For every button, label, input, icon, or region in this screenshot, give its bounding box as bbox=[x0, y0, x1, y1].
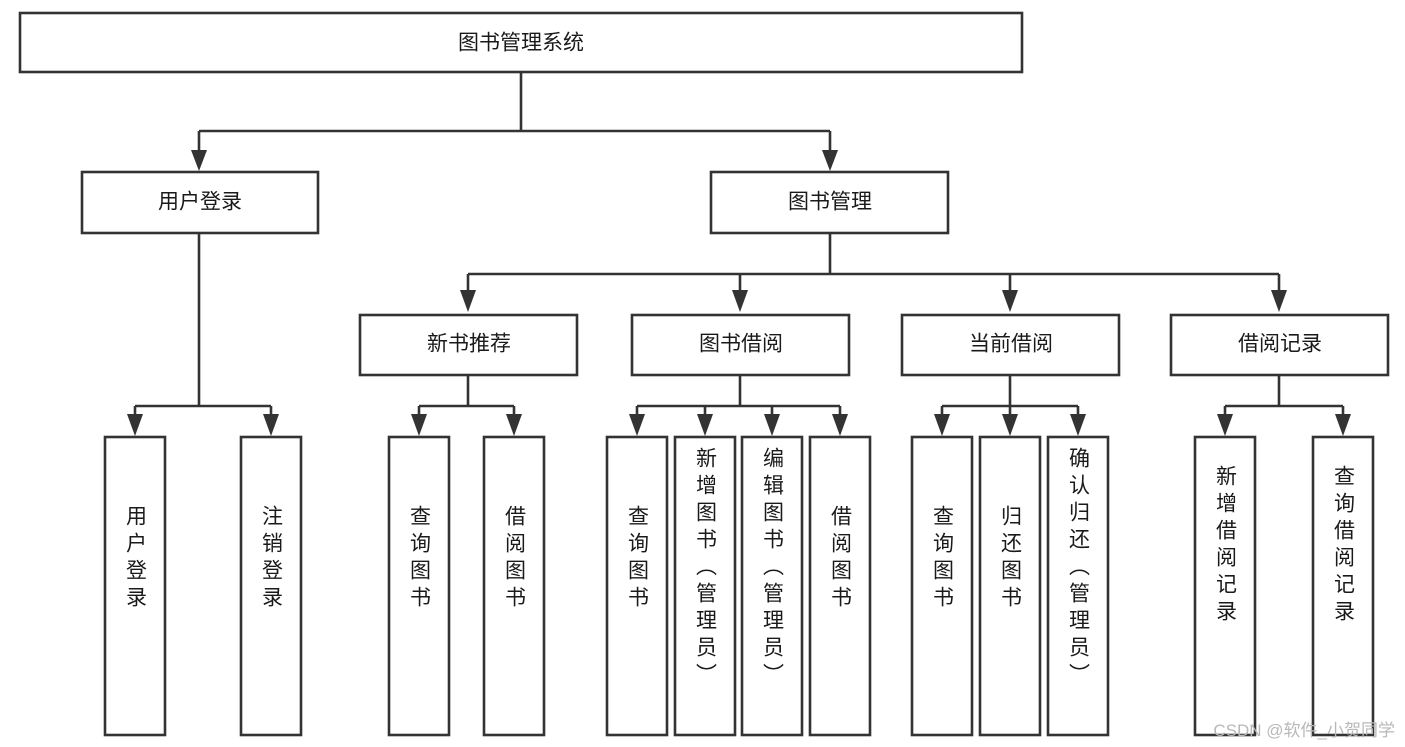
leaf-box-new-book-2[interactable] bbox=[482, 435, 546, 737]
connector-currentborrow-to-leaves bbox=[934, 376, 1086, 436]
leaf-box-current-borrow-2[interactable] bbox=[978, 435, 1042, 737]
leaf-box-book-borrow-1[interactable] bbox=[605, 435, 669, 737]
connector-root-to-level2 bbox=[191, 72, 838, 171]
connector-newbook-to-leaves bbox=[411, 376, 522, 436]
node-book-management-label: 图书管理 bbox=[788, 191, 872, 214]
connector-bookmgmt-to-level3 bbox=[460, 234, 1287, 312]
connector-borrowrecord-to-leaves bbox=[1217, 376, 1351, 436]
node-borrow-record[interactable]: 借阅记录 bbox=[1169, 313, 1390, 377]
node-book-borrow-label: 图书借阅 bbox=[699, 333, 783, 356]
leaf-box-current-borrow-1[interactable] bbox=[910, 435, 974, 737]
node-new-book-recommend[interactable]: 新书推荐 bbox=[358, 313, 579, 377]
node-current-borrow-label: 当前借阅 bbox=[969, 333, 1053, 356]
node-new-book-recommend-label: 新书推荐 bbox=[427, 333, 511, 356]
leaf-box-borrow-record-1[interactable] bbox=[1193, 435, 1257, 737]
node-book-borrow[interactable]: 图书借阅 bbox=[630, 313, 851, 377]
connector-bookborrow-to-leaves bbox=[629, 376, 848, 436]
leaf-box-book-borrow-2[interactable] bbox=[673, 435, 737, 737]
node-book-management[interactable]: 图书管理 bbox=[709, 170, 950, 235]
leaf-box-book-borrow-4[interactable] bbox=[808, 435, 872, 737]
node-borrow-record-label: 借阅记录 bbox=[1238, 333, 1322, 356]
node-user-login[interactable]: 用户登录 bbox=[80, 170, 320, 235]
leaf-box-borrow-record-2[interactable] bbox=[1311, 435, 1375, 737]
leaf-box-current-borrow-3[interactable] bbox=[1046, 435, 1110, 737]
node-root-label: 图书管理系统 bbox=[458, 32, 584, 55]
leaf-box-user-login-2[interactable] bbox=[239, 435, 303, 737]
node-root[interactable]: 图书管理系统 bbox=[18, 11, 1024, 74]
node-user-login-label: 用户登录 bbox=[158, 191, 242, 214]
leaf-box-book-borrow-3[interactable] bbox=[740, 435, 804, 737]
connector-userlogin-to-leaves bbox=[127, 234, 279, 436]
leaf-box-new-book-1[interactable] bbox=[387, 435, 451, 737]
leaf-box-user-login-1[interactable] bbox=[103, 435, 167, 737]
node-current-borrow[interactable]: 当前借阅 bbox=[900, 313, 1121, 377]
